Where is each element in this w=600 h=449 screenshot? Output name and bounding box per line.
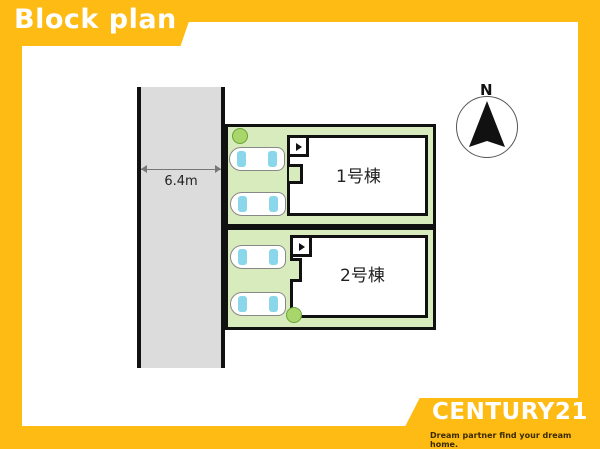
- north-arrow-icon: [469, 101, 505, 147]
- house-1-notch: [289, 164, 303, 184]
- north-compass-icon: [456, 96, 518, 158]
- car-icon: [230, 245, 286, 269]
- lot-1-label: 1号棟: [336, 167, 381, 187]
- tree-icon: [232, 128, 248, 144]
- entrance-arrow-icon: [299, 243, 305, 251]
- car-icon: [229, 147, 285, 171]
- brand-logo: CENTURY21: [432, 399, 588, 425]
- entrance-arrow-icon: [296, 143, 302, 151]
- page-title: Block plan: [14, 4, 177, 35]
- house-2-notch: [290, 258, 302, 282]
- road-width-dimension-line: [141, 169, 221, 170]
- house-1: [287, 135, 428, 216]
- title-tab: [0, 0, 190, 46]
- lot-2-label: 2号棟: [340, 266, 385, 286]
- car-icon: [230, 192, 286, 216]
- brand-panel: [404, 398, 600, 449]
- car-icon: [230, 292, 286, 316]
- brand-tagline: Dream partner find your dream home.: [430, 431, 572, 449]
- road: [137, 87, 225, 368]
- road-width-label: 6.4m: [164, 174, 198, 189]
- dimension-arrow-right-icon: [215, 165, 221, 173]
- dimension-arrow-left-icon: [141, 165, 147, 173]
- north-label: N: [480, 81, 493, 99]
- tree-icon: [286, 307, 302, 323]
